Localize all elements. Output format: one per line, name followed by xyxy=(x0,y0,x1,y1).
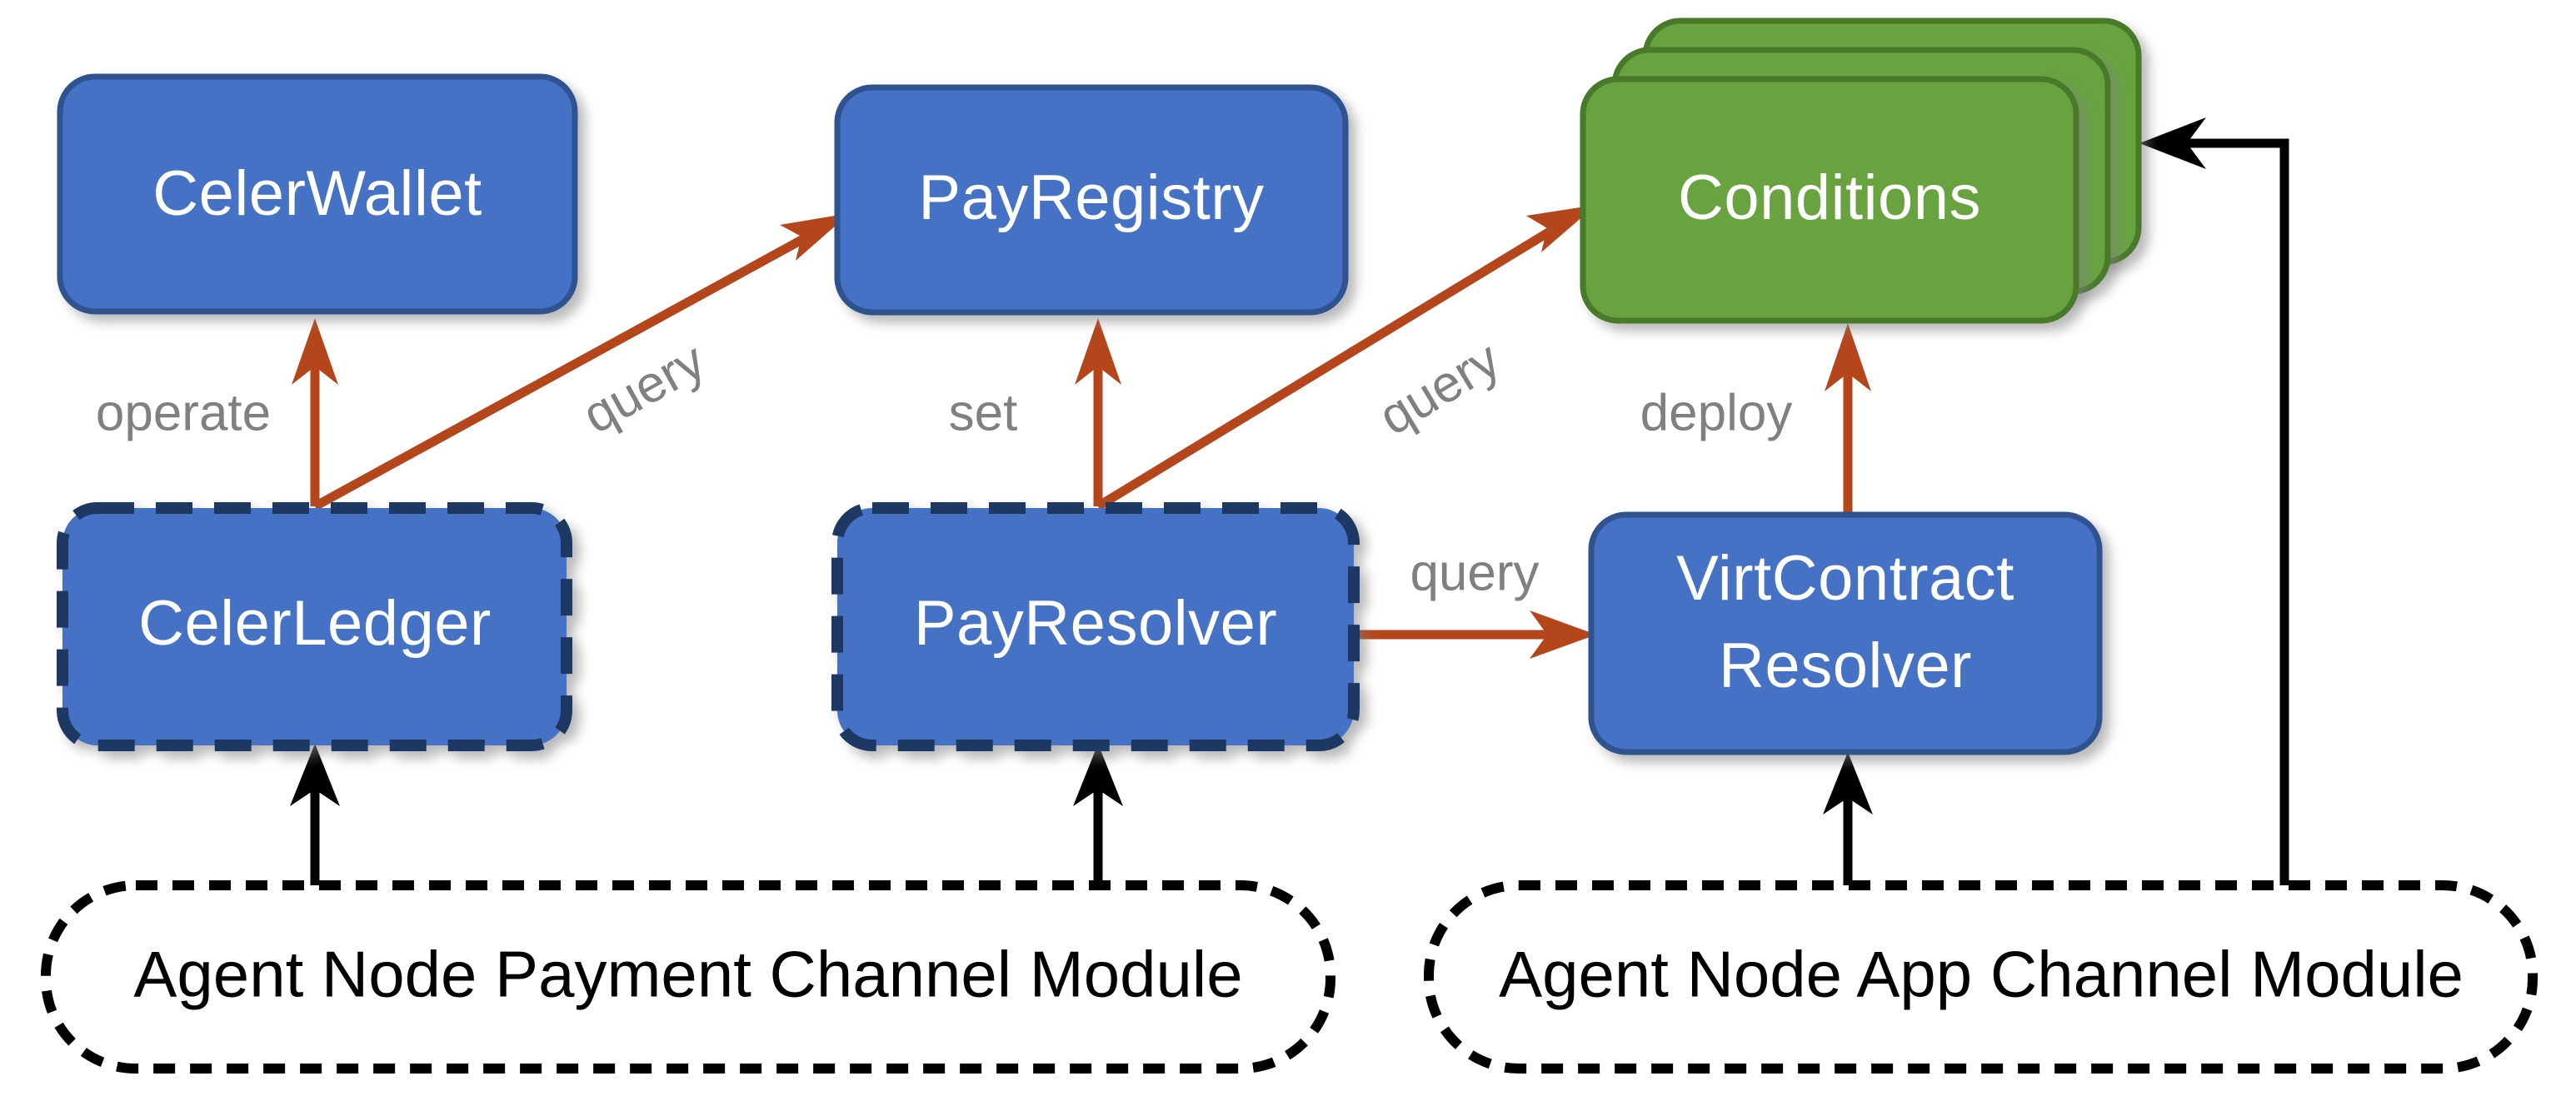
agent-node-payment-channel-module-label: Agent Node Payment Channel Module xyxy=(133,938,1242,1011)
pay-resolver-box xyxy=(831,502,1360,751)
node-agent-node-payment-channel-module[interactable]: Agent Node Payment Channel Module xyxy=(41,880,1335,1074)
virt-contract-resolver-label-line1: VirtContract xyxy=(1676,543,2014,614)
edge-payment-module-to-celer-ledger xyxy=(290,744,340,885)
celer-wallet-box xyxy=(57,73,578,315)
edge-ledger-queries-pay-registry xyxy=(312,213,850,511)
conditions-stack-front xyxy=(1580,76,2079,324)
pay-registry-label: PayRegistry xyxy=(918,162,1264,233)
edge-ledger-operates-wallet xyxy=(292,318,338,506)
edge-label-query-resolver-conditions: query xyxy=(1370,331,1510,446)
virt-contract-resolver-box xyxy=(1588,511,2103,755)
edge-payment-module-to-pay-resolver xyxy=(1073,744,1123,885)
edge-resolver-queries-conditions xyxy=(1096,205,1596,511)
edge-app-module-to-conditions xyxy=(2139,117,2289,885)
celer-wallet-label: CelerWallet xyxy=(152,158,482,229)
agent-node-app-channel-module-label: Agent Node App Channel Module xyxy=(1499,938,2464,1011)
node-agent-node-app-channel-module[interactable]: Agent Node App Channel Module xyxy=(1424,880,2538,1074)
node-pay-resolver[interactable]: PayResolver xyxy=(831,502,1360,751)
pay-registry-box xyxy=(834,84,1349,316)
node-pay-registry[interactable]: PayRegistry xyxy=(834,84,1349,316)
celer-ledger-box xyxy=(57,502,572,751)
agent-node-app-channel-module-box xyxy=(1424,880,2538,1074)
celer-ledger-label: CelerLedger xyxy=(138,588,492,659)
edge-label-set: set xyxy=(949,384,1018,441)
edge-label-deploy: deploy xyxy=(1640,384,1793,441)
edge-label-query-resolver-virt: query xyxy=(1410,544,1539,601)
agent-node-payment-channel-module-box xyxy=(41,880,1335,1074)
node-conditions[interactable]: Conditions xyxy=(1580,17,2142,324)
edge-resolver-queries-virt-contract xyxy=(1358,610,1596,659)
edge-virt-contract-deploys-conditions xyxy=(1825,323,1871,515)
pay-resolver-label: PayResolver xyxy=(914,588,1277,659)
virt-contract-resolver-label-line2: Resolver xyxy=(1719,630,1972,701)
edge-label-operate: operate xyxy=(96,384,271,441)
node-virt-contract-resolver[interactable]: VirtContract Resolver xyxy=(1588,511,2103,755)
edge-resolver-sets-pay-registry xyxy=(1075,318,1121,506)
node-celer-ledger[interactable]: CelerLedger xyxy=(57,502,572,751)
node-celer-wallet[interactable]: CelerWallet xyxy=(57,73,578,315)
conditions-label: Conditions xyxy=(1678,162,1981,233)
edge-app-module-to-virt-contract-resolver xyxy=(1823,752,1873,885)
